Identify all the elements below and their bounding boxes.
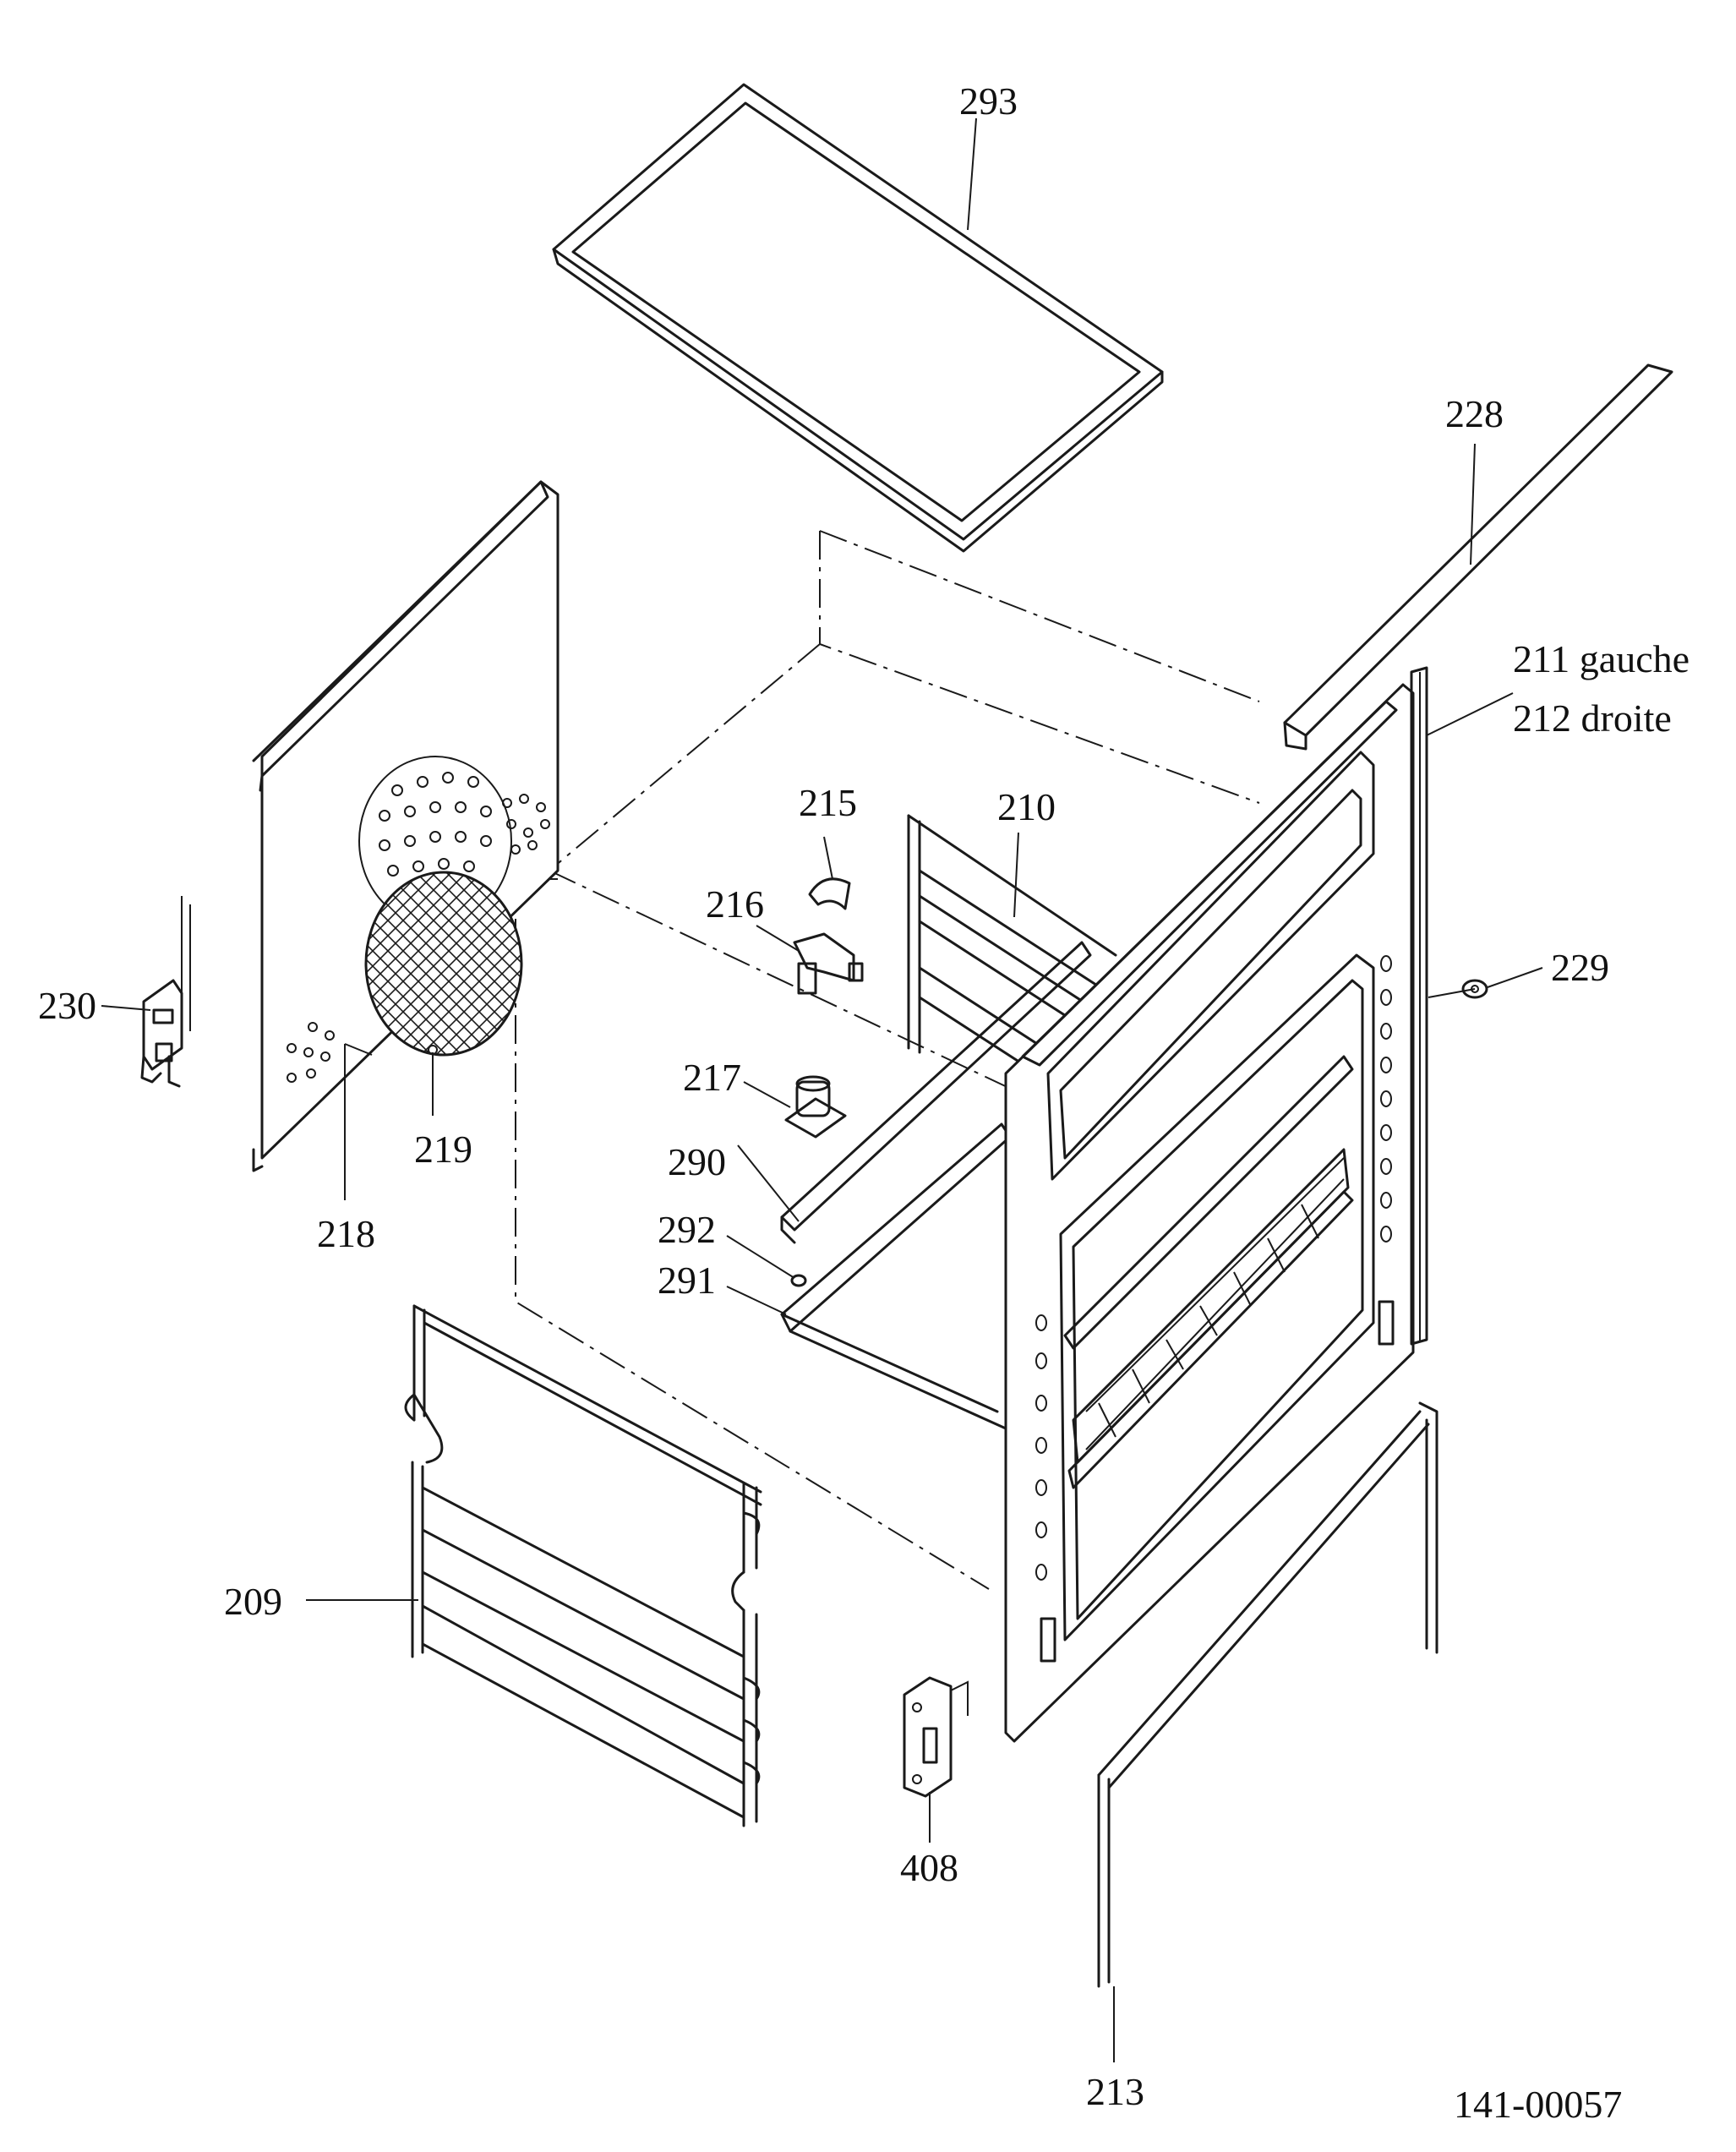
part-228-rail [1283, 363, 1673, 751]
label-215: 215 [799, 781, 857, 824]
label-216: 216 [706, 882, 764, 926]
label-291: 291 [658, 1259, 716, 1302]
part-216-connector [793, 932, 864, 995]
label-209: 209 [224, 1580, 282, 1623]
label-211: 211 gauche [1513, 637, 1690, 680]
label-292: 292 [658, 1208, 716, 1251]
label-293: 293 [959, 79, 1018, 123]
part-230-bracket [140, 896, 191, 1088]
part-219-mesh-disc [364, 871, 523, 1057]
part-292-screw [790, 1274, 807, 1287]
label-217: 217 [683, 1056, 741, 1099]
part-209-rack [404, 1304, 762, 1827]
part-labels: 293 228 211 gauche 212 droite 215 210 21… [38, 79, 1690, 2126]
left-side-panel [252, 480, 560, 1172]
document-code: 141-00057 [1454, 2083, 1622, 2126]
label-230: 230 [38, 984, 96, 1027]
label-210: 210 [997, 785, 1056, 828]
inner-grill [1063, 1055, 1354, 1489]
part-290-tray [780, 941, 1092, 1244]
label-408: 408 [900, 1846, 958, 1889]
part-291-tray [780, 1122, 1012, 1430]
label-218: 218 [317, 1212, 375, 1255]
part-213-seal [1097, 1401, 1438, 1988]
part-293-top-frame [552, 83, 1164, 553]
label-213: 213 [1086, 2070, 1144, 2113]
part-217-thermostat [784, 1075, 847, 1139]
leader-lines [101, 117, 1543, 2062]
label-228: 228 [1445, 392, 1504, 435]
label-219: 219 [414, 1128, 472, 1171]
part-211-212-side-strip [1410, 666, 1428, 1346]
part-408-hinge [903, 1676, 969, 1798]
part-215-clip [808, 877, 851, 910]
label-212: 212 droite [1513, 696, 1672, 740]
label-229: 229 [1551, 946, 1609, 989]
label-290: 290 [668, 1140, 726, 1183]
